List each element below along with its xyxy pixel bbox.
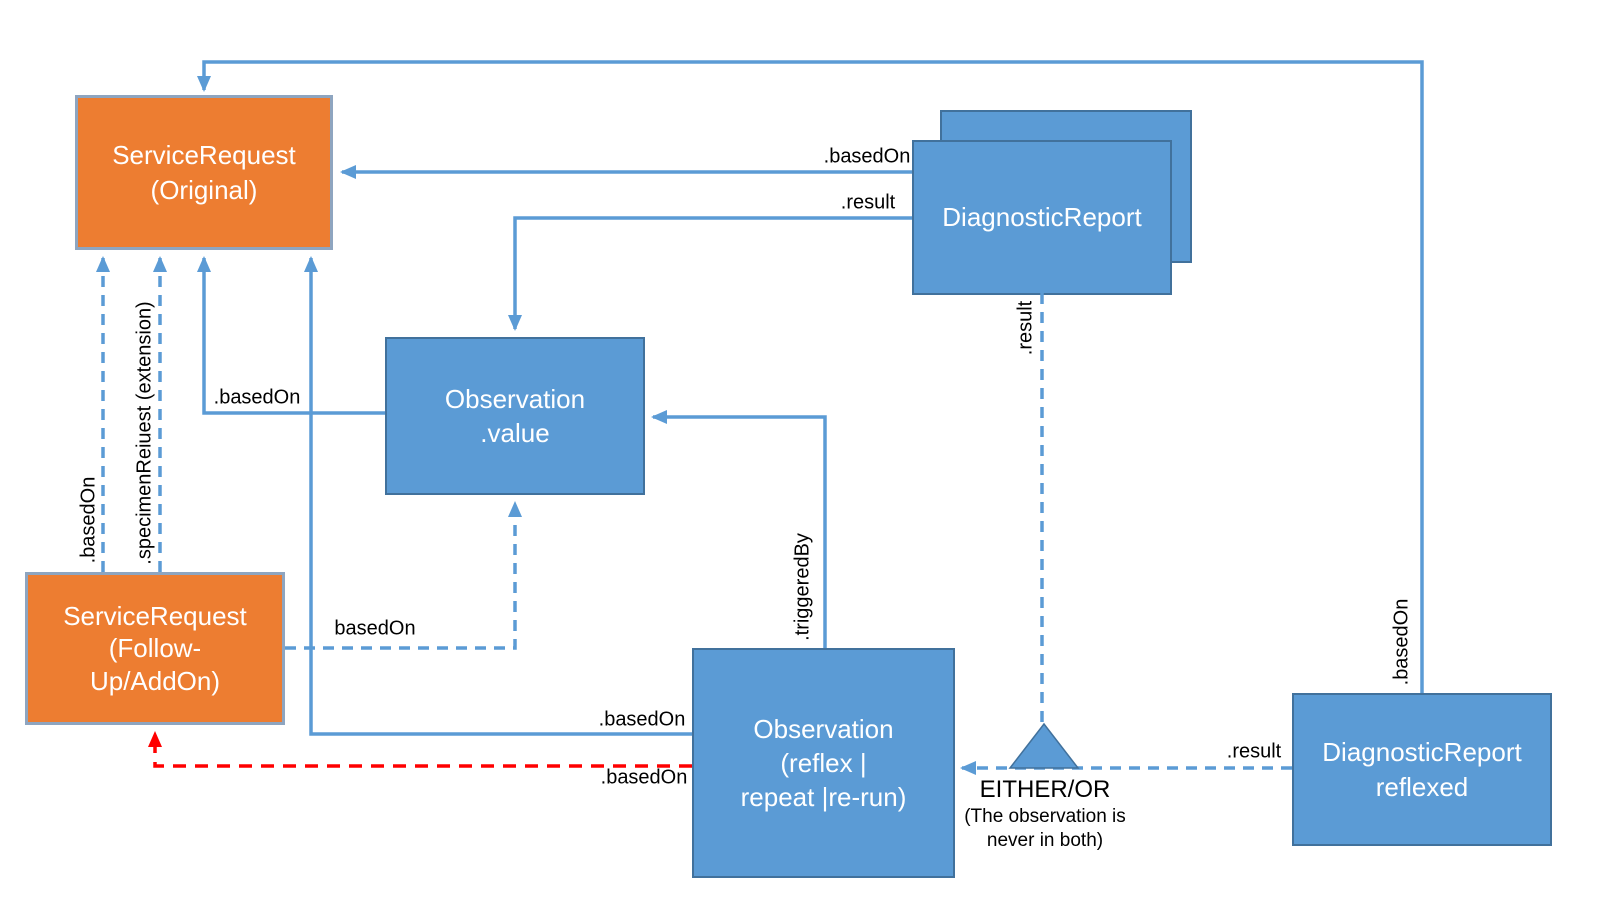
- label-triggeredby: .triggeredBy: [791, 533, 814, 641]
- node-observation-value: Observation .value: [385, 337, 645, 495]
- label-followup-basedon: .basedOn: [77, 476, 100, 564]
- node-diagnosticreport-reflexed: DiagnosticReport reflexed: [1292, 693, 1552, 846]
- either-or-triangle: [1008, 722, 1080, 769]
- edge-reflex-to-followup-basedon: [148, 731, 692, 768]
- either-or-heading: EITHER/OR: [979, 776, 1111, 803]
- node-diagnosticreport: DiagnosticReport: [912, 140, 1172, 295]
- label-followup-obsvalue-basedon: basedOn: [334, 617, 416, 640]
- label-reflex-basedon: .basedOn: [598, 708, 686, 731]
- either-or-line1: (The observation is: [964, 805, 1126, 827]
- label-reflexed-basedon: .basedOn: [1390, 598, 1413, 686]
- label-obsvalue-basedon: .basedOn: [213, 386, 301, 409]
- label-specimen-request-extension: .specimenReiuest (extension): [133, 301, 156, 565]
- label-dr-result-vertical: .result: [1014, 300, 1037, 356]
- label-reflexed-result: .result: [1226, 740, 1282, 763]
- either-or-line2: never in both): [986, 830, 1104, 852]
- edge-reflex-to-original-basedon: [304, 256, 692, 736]
- label-dr-basedon: .basedOn: [823, 145, 911, 168]
- label-dr-result: .result: [840, 191, 896, 214]
- node-observation-reflex: Observation (reflex | repeat |re-run): [692, 648, 955, 878]
- edge-dr-to-obsvalue-result: [508, 216, 912, 331]
- node-servicerequest-original: ServiceRequest (Original): [75, 95, 333, 250]
- label-reflex-followup-basedon: .basedOn: [600, 766, 688, 789]
- node-servicerequest-followup: ServiceRequest (Follow- Up/AddOn): [25, 572, 285, 725]
- either-or-annotation: EITHER/OR (The observation is never in b…: [930, 776, 1160, 853]
